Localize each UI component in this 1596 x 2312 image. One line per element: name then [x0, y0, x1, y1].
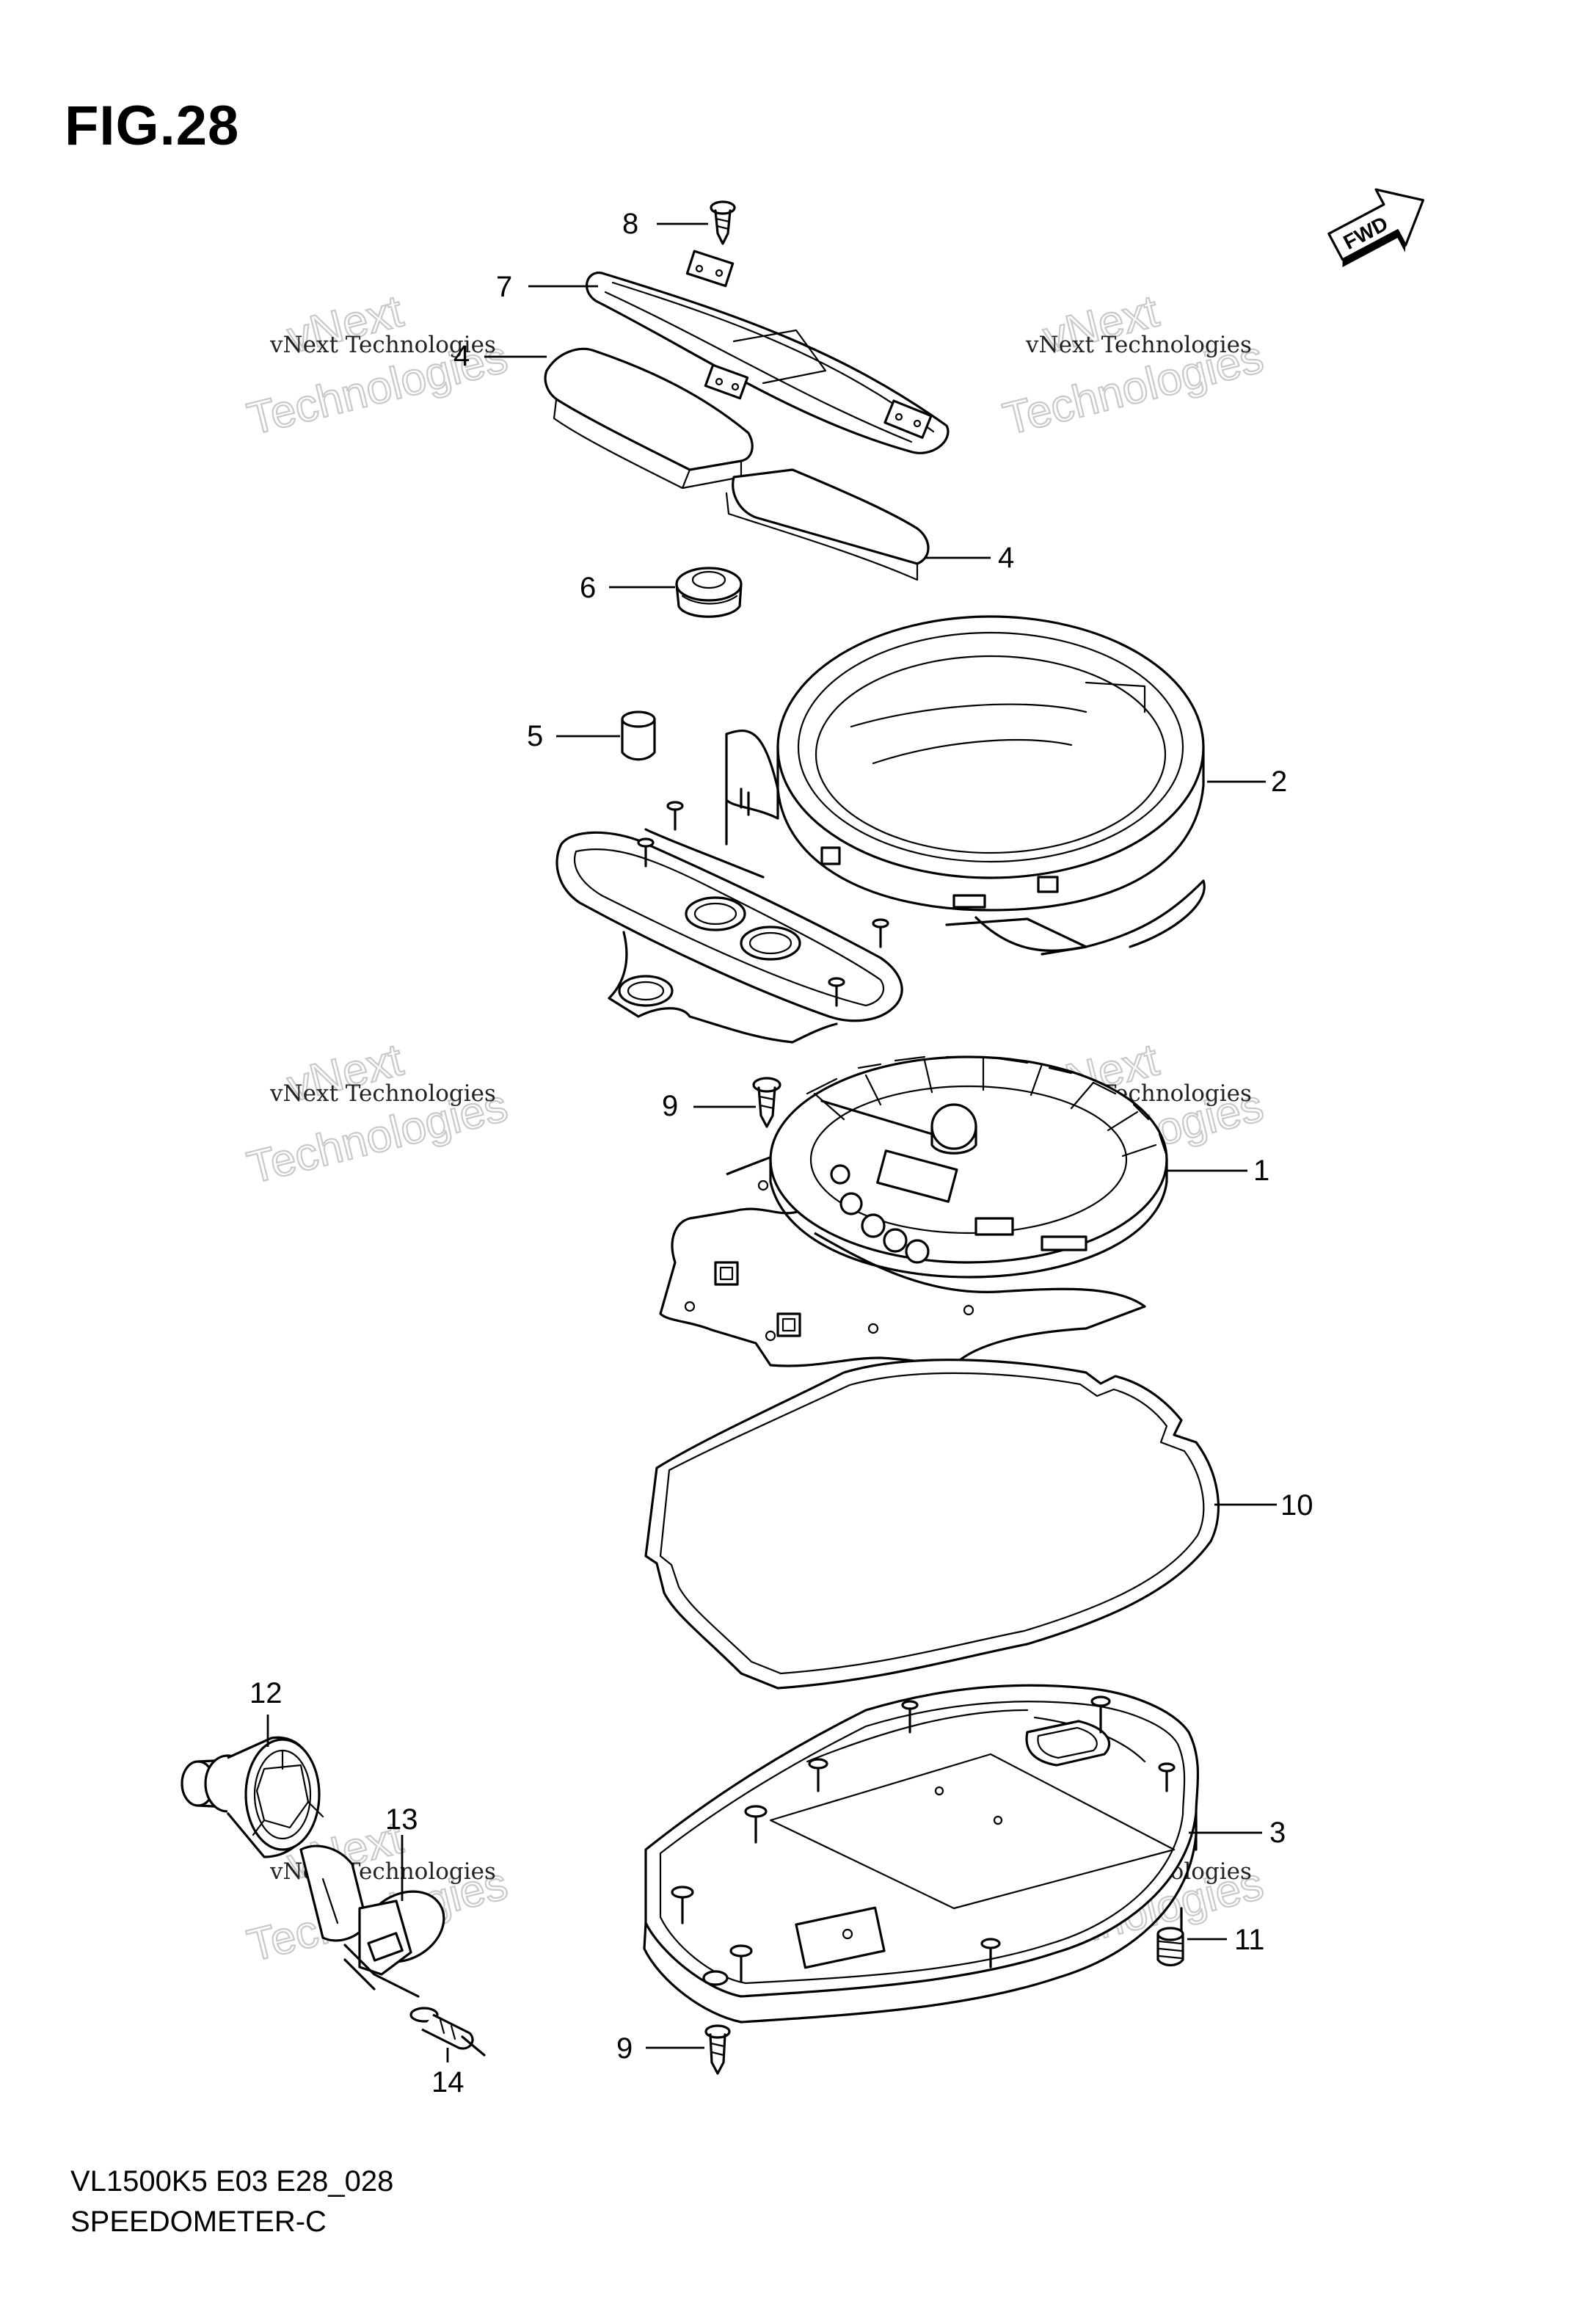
part-label-1: 1: [1253, 1155, 1269, 1187]
part-label-7: 7: [496, 271, 512, 303]
fwd-arrow-icon: FWD: [1327, 188, 1425, 268]
part-label-10: 10: [1280, 1489, 1313, 1522]
cap-5: [621, 710, 656, 761]
part-label-11: 11: [1234, 1924, 1265, 1956]
part-label-6: 6: [580, 572, 596, 604]
grommet-6: [675, 567, 743, 618]
meter-case-2: [555, 615, 1206, 1044]
watermark-group-3: Technologies vNext vNext Technologies: [241, 1033, 513, 1194]
diagram-name: SPEEDOMETER-C: [70, 2206, 327, 2238]
screw-8: [710, 200, 736, 245]
watermark-small: vNext Technologies: [1025, 332, 1252, 358]
part-label-2: 2: [1271, 766, 1287, 798]
figure-title: FIG.28: [65, 95, 240, 157]
part-label-9-upper: 9: [662, 1090, 678, 1122]
part-label-4-right: 4: [998, 542, 1014, 574]
part-label-3: 3: [1269, 1817, 1286, 1849]
part-label-12: 12: [249, 1677, 283, 1709]
part-label-5: 5: [527, 720, 543, 752]
part-label-9-lower: 9: [616, 2032, 633, 2065]
watermark-group-2: Technologies vNext vNext Technologies: [997, 285, 1269, 446]
part-number-labels: 8 7 4 4 6 5 2 9 1 10 12 13 3 11 9 14: [249, 208, 1313, 2098]
bolt-14: [409, 2007, 486, 2057]
watermark-small: vNext Technologies: [269, 332, 496, 358]
lower-case-3: [643, 1684, 1200, 2024]
part-label-14: 14: [431, 2066, 464, 2098]
indicator-lens-cover-7: [586, 250, 950, 454]
part-label-8-top: 8: [622, 208, 638, 240]
part-label-4-left: 4: [453, 340, 470, 372]
watermark-group-1: Technologies vNext vNext Technologies: [241, 285, 513, 446]
screw-9-lower: [704, 2024, 731, 2075]
watermark-small: vNext Technologies: [269, 1080, 496, 1107]
leader-lines: [266, 222, 1277, 2062]
gasket-10: [644, 1359, 1220, 1690]
part-label-13: 13: [385, 1803, 418, 1836]
knob-12: [181, 1736, 324, 1858]
indicator-lens-4-right: [725, 468, 930, 581]
bolt-11: [1156, 1927, 1184, 1967]
screw-9-upper: [752, 1077, 781, 1128]
switch-13: [299, 1844, 445, 1998]
meter-assembly-1: [659, 1055, 1168, 1367]
model-code: VL1500K5 E03 E28_028: [70, 2165, 394, 2198]
